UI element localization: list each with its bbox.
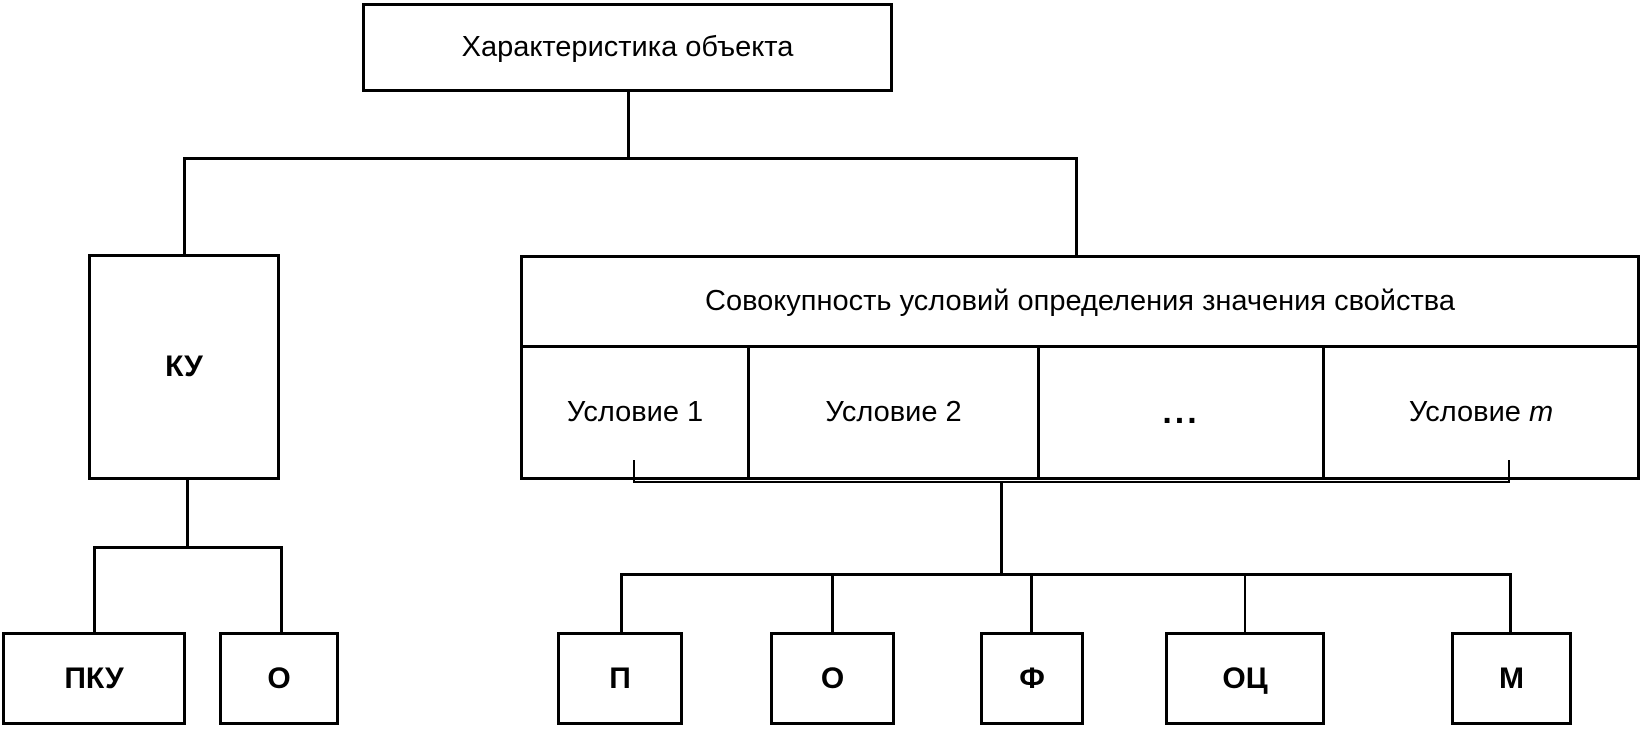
node-o-right: О (770, 632, 895, 725)
connector-leaf-bus (620, 573, 1512, 576)
connector-conditions-bus (633, 481, 1510, 483)
condition-cell-m-label-index: m (1528, 396, 1554, 428)
connector-conditions-stem (1000, 481, 1003, 574)
connector-root-to-conditions (1075, 157, 1078, 258)
node-o-left: О (219, 632, 339, 725)
conditions-group-header: Совокупность условий определения значени… (523, 258, 1637, 348)
conditions-group-header-label: Совокупность условий определения значени… (705, 285, 1455, 317)
connector-root-split-bar (183, 157, 1078, 160)
condition-cell-2: Условие 2 (750, 348, 1040, 477)
condition-cell-m: Условие m (1325, 348, 1637, 477)
condition-cell-1-label: Условие 1 (566, 396, 704, 428)
node-label-object-characteristic: Характеристика объекта (461, 31, 794, 63)
connector-condition-1-drop (633, 460, 635, 482)
node-m: М (1451, 632, 1572, 725)
node-oc: ОЦ (1165, 632, 1325, 725)
node-ku: КУ (88, 254, 280, 480)
node-f: Ф (980, 632, 1084, 725)
connector-ku-to-pku (93, 546, 96, 634)
node-object-characteristic: Характеристика объекта (362, 3, 893, 92)
conditions-cell-row: Условие 1 Условие 2 ... Условие m (523, 348, 1637, 477)
node-label-pku: ПКУ (64, 661, 124, 695)
node-label-m: М (1499, 661, 1524, 695)
node-label-o-right: О (820, 661, 845, 695)
connector-bus-to-p (620, 573, 623, 634)
node-conditions-group: Совокупность условий определения значени… (520, 255, 1640, 480)
connector-bus-to-oc (1244, 573, 1246, 634)
connector-condition-m-drop (1508, 460, 1510, 482)
condition-cell-m-label-prefix: Условие (1408, 396, 1529, 428)
connector-bus-to-m (1509, 573, 1512, 634)
connector-bus-to-f (1030, 573, 1033, 634)
node-label-o-left: О (267, 661, 291, 695)
node-label-ku: КУ (165, 350, 203, 383)
node-label-p: П (609, 661, 631, 695)
connector-ku-stem (186, 480, 189, 548)
condition-cell-1: Условие 1 (523, 348, 750, 477)
node-label-f: Ф (1019, 661, 1045, 695)
node-p: П (557, 632, 683, 725)
condition-cell-m-label: Условие m (1409, 398, 1553, 427)
connector-ku-split-bar (93, 546, 283, 549)
condition-cell-2-label: Условие 2 (825, 396, 962, 428)
condition-cell-ellipsis-label: ... (1162, 393, 1200, 431)
connector-root-to-ku (183, 157, 186, 256)
node-label-oc: ОЦ (1222, 661, 1268, 695)
connector-ku-to-o (280, 546, 283, 634)
connector-root-stem (627, 92, 630, 159)
condition-cell-ellipsis: ... (1040, 348, 1325, 477)
node-pku: ПКУ (2, 632, 186, 725)
connector-bus-to-o (831, 573, 834, 634)
